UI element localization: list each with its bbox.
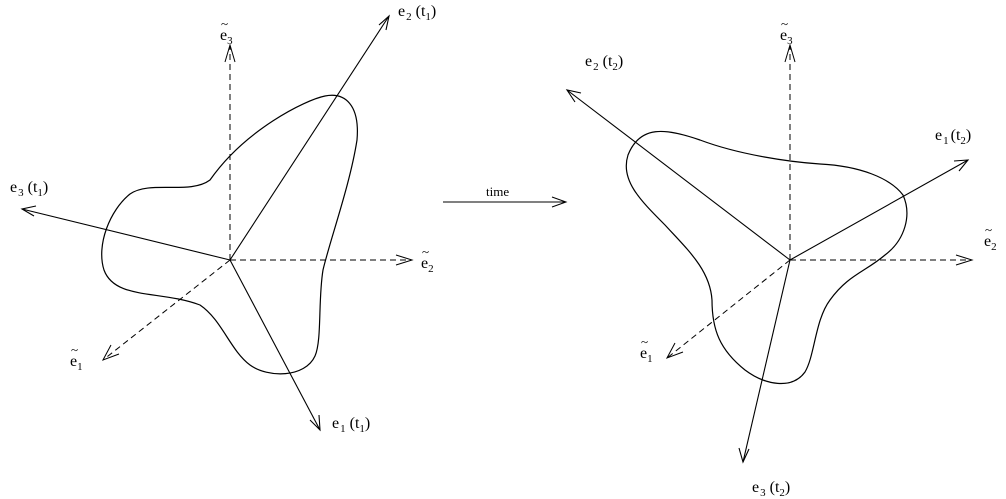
left-body-label-e1: e1(t1)	[332, 415, 370, 435]
right-body-label-e3: e3(t2)	[752, 479, 790, 499]
left-body-axis-e2-arrowhead	[378, 14, 390, 31]
right-fixed-label-e3: e3	[780, 27, 793, 47]
left-fixed-label-e1: e1	[70, 353, 83, 373]
right-fixed-tilde-e2: ~	[985, 222, 992, 237]
right-body-outline	[625, 130, 908, 385]
right-fixed-axis-e1	[666, 259, 791, 359]
left-fixed-label-e3: e3	[220, 27, 233, 47]
left-fixed-axis-e1	[102, 259, 231, 361]
right-body-label-e1: e1(t2)	[935, 127, 971, 147]
left-fixed-axis-e2-arrowhead	[395, 254, 414, 266]
left-body-axis-e3	[21, 208, 231, 261]
left-body-axis-e1-arrowhead	[309, 414, 321, 432]
right-fixed-tilde-e1: ~	[641, 334, 648, 349]
left-body-label-e3: e3(t1)	[10, 179, 48, 199]
time-arrow-arrowhead	[551, 196, 568, 208]
right-body-axis-e2-arrowhead	[565, 89, 582, 103]
left-fixed-label-e2: e2	[421, 255, 434, 275]
right-body-axis-e1-arrowhead	[953, 159, 970, 172]
left-body-axis-e1	[229, 259, 321, 431]
left-fixed-axis-e3-arrowhead	[224, 43, 236, 63]
time-arrow: time	[443, 184, 568, 208]
right-body-label-e2: e2(t2)	[585, 53, 623, 73]
right-body-axis-e3	[742, 259, 791, 463]
right-fixed-label-e1: e1	[640, 345, 653, 365]
right-frame: e3 ~ e2 ~ e1 ~ e2(t2) e1(t2) e3(t2)	[565, 16, 997, 499]
right-fixed-axis-e2-arrowhead	[955, 254, 974, 266]
right-fixed-tilde-e3: ~	[781, 16, 788, 31]
left-body-outline	[101, 94, 358, 375]
left-fixed-tilde-e1: ~	[71, 342, 78, 357]
left-body-axis-e2	[229, 15, 390, 261]
left-frame: e3 ~ e2 ~ e1 ~ e2(t1) e3(t1) e1(t1)	[10, 3, 436, 435]
left-fixed-tilde-e3: ~	[221, 16, 228, 31]
right-body-axis-e2	[566, 89, 791, 261]
left-fixed-tilde-e2: ~	[422, 244, 429, 259]
right-fixed-label-e2: e2	[984, 233, 997, 253]
left-fixed-axis-e1-arrowhead	[101, 344, 120, 361]
right-fixed-axis-e3-arrowhead	[784, 43, 796, 63]
right-fixed-axis-e1-arrowhead	[665, 342, 684, 359]
left-body-label-e2: e2(t1)	[398, 3, 436, 23]
time-label: time	[486, 184, 509, 199]
right-body-axis-e3-arrowhead	[738, 447, 750, 464]
right-body-axis-e1	[789, 159, 969, 261]
left-body-axis-e3-arrowhead	[20, 205, 37, 217]
